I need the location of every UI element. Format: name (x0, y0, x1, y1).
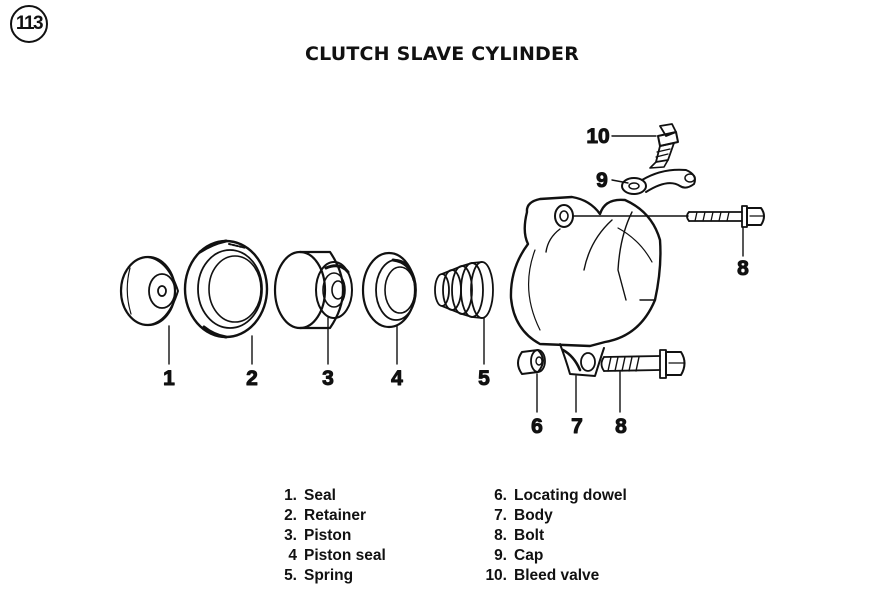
diagram-title: CLUTCH SLAVE CYLINDER (304, 43, 580, 65)
callout-5: 5 (478, 367, 490, 390)
legend-num: 5. (284, 567, 297, 584)
callout-8-lower: 8 (615, 415, 627, 438)
part-bolt-upper (686, 205, 765, 228)
legend-right-column: 6. Locating dowel 7. Body 8. Bolt 9. Cap 10.… (480, 486, 627, 586)
page-number: 113 (15, 13, 44, 34)
legend-num: 6. (494, 487, 507, 504)
callout-7: 7 (571, 415, 583, 438)
legend-num: 8. (494, 527, 507, 544)
legend-num: 9. (494, 547, 507, 564)
callout-9: 9 (596, 169, 608, 192)
callout-1: 1 (163, 367, 175, 390)
part-body (509, 195, 662, 377)
legend-num: 3. (284, 527, 297, 544)
callout-3: 3 (322, 367, 334, 390)
legend-item-6: 6. Locating dowel (480, 486, 627, 506)
legend-label: Seal (304, 487, 336, 504)
legend-item-9: 9. Cap (480, 546, 627, 566)
legend-item-1: 1. Seal (270, 486, 386, 506)
part-locating-dowel (517, 349, 546, 375)
exploded-diagram: 1 2 3 4 5 6 7 8 8 9 10 (119, 123, 765, 439)
part-retainer (183, 239, 269, 339)
part-bleed-valve (649, 123, 679, 169)
page-number-badge: 113 (10, 5, 48, 43)
legend-item-2: 2. Retainer (270, 506, 386, 526)
callout-4: 4 (391, 367, 403, 390)
part-seal (119, 255, 179, 327)
part-cap (621, 168, 696, 195)
legend-item-4: 4 Piston seal (270, 546, 386, 566)
callout-2: 2 (246, 367, 258, 390)
legend-label: Bolt (514, 527, 545, 544)
callout-8-upper: 8 (737, 257, 749, 280)
legend-item-8: 8. Bolt (480, 526, 627, 546)
legend-label: Bleed valve (514, 567, 600, 584)
legend-label: Piston seal (304, 547, 386, 564)
leader-lines (168, 135, 744, 413)
legend-label: Body (514, 507, 553, 524)
part-piston (273, 250, 353, 330)
legend-num: 7. (494, 507, 507, 524)
legend-num: 1. (284, 487, 297, 504)
callout-6: 6 (531, 415, 543, 438)
legend-label: Retainer (304, 507, 367, 524)
part-piston-seal (361, 251, 417, 329)
part-spring (434, 261, 494, 319)
legend-item-7: 7. Body (480, 506, 627, 526)
legend-item-10: 10. Bleed valve (480, 566, 627, 586)
legend-num: 2. (284, 507, 297, 524)
legend-label: Cap (514, 547, 544, 564)
callout-10: 10 (586, 125, 609, 148)
legend-item-3: 3. Piston (270, 526, 386, 546)
legend-num: 10. (485, 567, 507, 584)
legend-label: Locating dowel (514, 487, 627, 504)
legend-label: Spring (304, 567, 354, 584)
legend-label: Piston (304, 527, 352, 544)
legend-num: 4 (288, 547, 297, 564)
legend-item-5: 5. Spring (270, 566, 386, 586)
part-bolt-lower (600, 349, 686, 379)
